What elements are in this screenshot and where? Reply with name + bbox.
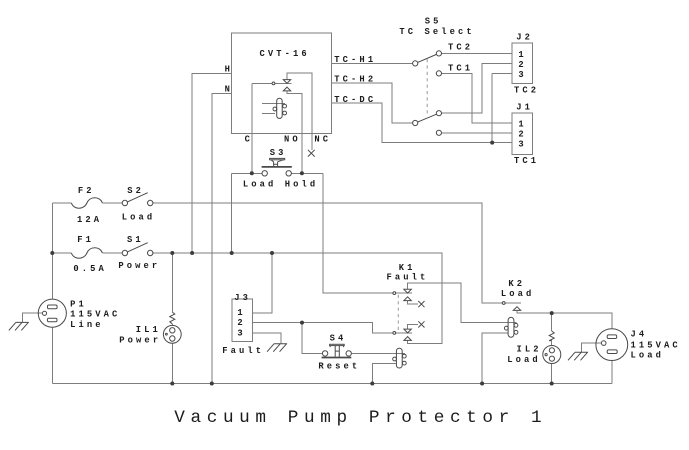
svg-text:12A: 12A: [77, 215, 102, 225]
svg-text:TC2: TC2: [448, 42, 473, 52]
svg-text:S4: S4: [330, 333, 347, 343]
svg-text:TC1: TC1: [448, 63, 473, 73]
svg-text:TC-DC: TC-DC: [334, 95, 376, 105]
svg-text:H: H: [225, 65, 233, 75]
svg-text:K1: K1: [399, 263, 416, 273]
svg-text:F2: F2: [78, 186, 95, 196]
svg-text:S2: S2: [127, 186, 144, 196]
svg-text:Power: Power: [119, 335, 161, 345]
svg-text:IL2: IL2: [517, 345, 542, 355]
svg-text:Load Hold: Load Hold: [243, 180, 318, 190]
svg-text:Vacuum Pump Protector 1: Vacuum Pump Protector 1: [174, 408, 547, 428]
svg-text:1: 1: [237, 308, 245, 318]
svg-text:Load: Load: [122, 213, 156, 223]
svg-text:Power: Power: [118, 261, 160, 271]
svg-text:F1: F1: [77, 235, 94, 245]
svg-text:Load: Load: [501, 289, 535, 299]
svg-text:115VAC: 115VAC: [70, 310, 120, 320]
svg-text:S1: S1: [127, 235, 144, 245]
svg-text:NO: NO: [284, 135, 301, 145]
svg-text:P1: P1: [70, 299, 87, 309]
svg-text:2: 2: [237, 318, 245, 328]
svg-text:CVT-16: CVT-16: [260, 49, 310, 59]
svg-text:S5: S5: [425, 17, 442, 27]
svg-text:NC: NC: [314, 135, 331, 145]
svg-text:Fault: Fault: [387, 273, 429, 283]
svg-text:J3: J3: [234, 293, 251, 303]
svg-text:S3: S3: [270, 148, 287, 158]
svg-text:2: 2: [518, 130, 526, 140]
svg-text:1: 1: [518, 50, 526, 60]
svg-text:J2: J2: [516, 32, 533, 42]
svg-text:TC1: TC1: [514, 156, 539, 166]
svg-text:Fault: Fault: [222, 346, 264, 356]
svg-text:K2: K2: [508, 279, 525, 289]
svg-text:J4: J4: [631, 330, 648, 340]
svg-text:IL1: IL1: [136, 325, 161, 335]
svg-text:Load: Load: [507, 355, 541, 365]
svg-text:TC-H1: TC-H1: [334, 55, 376, 65]
svg-text:0.5A: 0.5A: [73, 264, 107, 274]
svg-text:3: 3: [518, 139, 526, 149]
svg-text:Line: Line: [70, 320, 104, 330]
svg-text:J1: J1: [516, 102, 533, 112]
svg-text:TC-H2: TC-H2: [334, 74, 376, 84]
svg-text:115VAC: 115VAC: [631, 340, 681, 350]
svg-text:3: 3: [518, 70, 526, 80]
svg-text:1: 1: [518, 120, 526, 130]
svg-text:TC2: TC2: [514, 85, 539, 95]
svg-text:TC Select: TC Select: [399, 27, 474, 37]
svg-text:3: 3: [237, 328, 245, 338]
svg-text:Reset: Reset: [318, 361, 360, 371]
svg-text:Load: Load: [631, 351, 665, 361]
svg-text:C: C: [245, 135, 253, 145]
svg-text:N: N: [225, 85, 233, 95]
svg-text:2: 2: [518, 60, 526, 70]
